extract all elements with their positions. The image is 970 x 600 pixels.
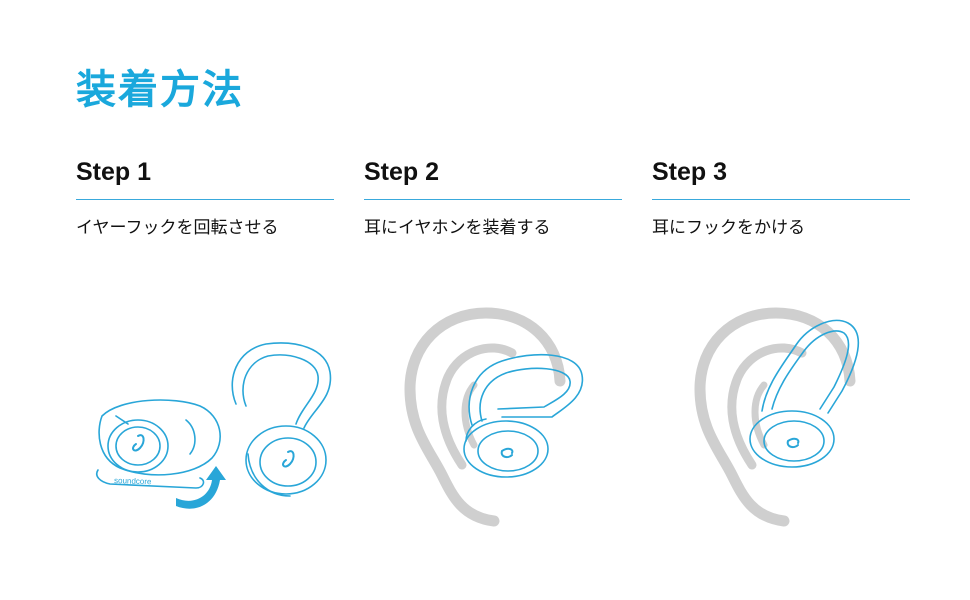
step-3: Step 3 耳にフックをかける <box>652 160 910 238</box>
rotate-arrow-icon <box>176 466 226 509</box>
step-3-hook-over-ear-illustration <box>694 307 860 527</box>
step-1-description: イヤーフックを回転させる <box>76 218 279 238</box>
ear-outline <box>404 307 566 527</box>
step-3-description: 耳にフックをかける <box>652 218 805 238</box>
anchor-logo-icon-4 <box>786 437 800 449</box>
step-2-heading: Step 2 <box>364 160 622 200</box>
anchor-logo-icon-3 <box>500 447 514 459</box>
step-2-ear-insert-illustration <box>404 307 584 527</box>
step-2: Step 2 耳にイヤホンを装着する <box>364 160 622 238</box>
ear-helix-2 <box>727 343 807 470</box>
step-2-description: 耳にイヤホンを装着する <box>364 218 551 238</box>
page-title: 装着方法 <box>76 67 244 113</box>
anchor-logo-icon <box>132 434 145 452</box>
brand-label: soundcore <box>114 476 152 486</box>
step-1-earbud-rotate-illustration: soundcore <box>95 342 332 509</box>
step-1: Step 1 イヤーフックを回転させる <box>76 160 334 238</box>
anchor-logo-icon-2 <box>282 450 295 468</box>
ear-helix <box>437 343 517 470</box>
step-3-heading: Step 3 <box>652 160 910 200</box>
ear-outline-2 <box>694 307 856 527</box>
step-1-heading: Step 1 <box>76 160 334 200</box>
